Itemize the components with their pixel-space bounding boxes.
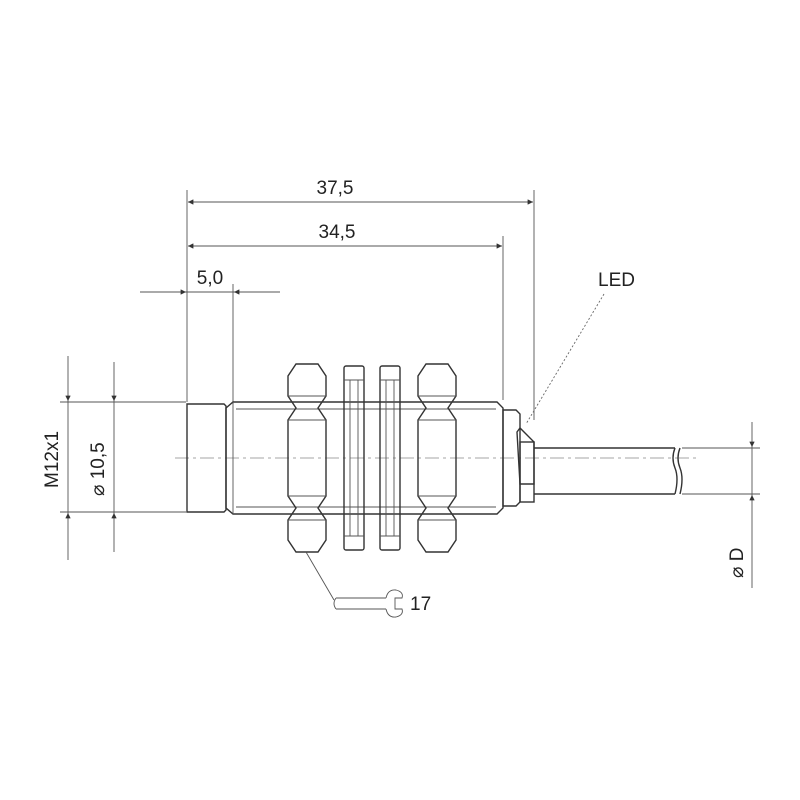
threaded-housing: [225, 401, 504, 515]
sensor-body: [186, 401, 683, 515]
washer-left: [343, 365, 365, 551]
wrench-size-label: 17: [410, 594, 431, 615]
hex-nut-left: [287, 363, 327, 553]
dimension-thread: M12x1: [42, 356, 186, 560]
cable-diameter-label: ⌀ D: [727, 548, 748, 578]
body-length-label: 34,5: [319, 222, 356, 243]
dimension-sensing-face: 5,0: [140, 268, 280, 404]
cable-gland: [519, 441, 535, 503]
dimension-cable-diameter: ⌀ D: [682, 422, 760, 588]
hex-nut-right: [417, 363, 457, 553]
led-label: LED: [598, 270, 635, 291]
diameter-label: ⌀ 10,5: [88, 442, 109, 496]
dimension-overall-length: 37,5: [186, 178, 535, 420]
dimension-diameter: ⌀ 10,5: [88, 362, 117, 552]
thread-label: M12x1: [42, 431, 63, 488]
sensing-face-label: 5,0: [197, 268, 223, 289]
cable-break-2: [677, 447, 683, 495]
sensing-cap: [186, 403, 227, 513]
dimension-body-length: 34,5: [188, 222, 504, 400]
overall-length-label: 37,5: [317, 178, 354, 199]
cable-break-1: [672, 447, 678, 495]
led-callout: LED: [525, 270, 635, 425]
wrench-callout: 17: [305, 551, 431, 618]
washer-right: [379, 365, 401, 551]
wrench-icon: [333, 589, 403, 618]
